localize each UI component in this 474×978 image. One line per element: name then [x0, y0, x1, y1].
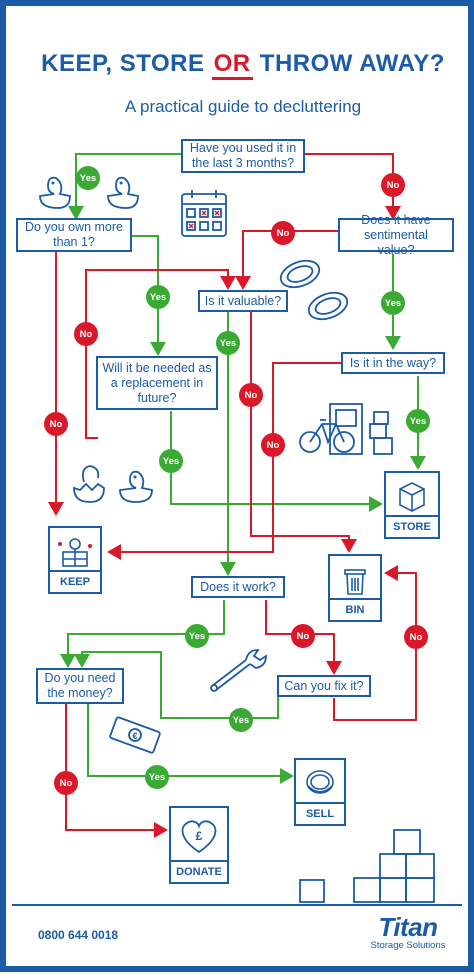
badge-q4-no: No — [239, 383, 263, 407]
banknote-icon: € — [109, 716, 161, 754]
duck-egg-icon — [73, 465, 153, 503]
question-does-it-work: Does it work? — [191, 576, 285, 598]
coins-icon — [279, 259, 349, 321]
connector-q1-no — [305, 153, 401, 220]
title-part-1: KEEP, STORE — [41, 50, 212, 77]
badge-q8-no: No — [54, 771, 78, 795]
heart-icon: £ — [181, 820, 217, 854]
outcome-store: STORE — [384, 471, 440, 539]
page-subtitle: A practical guide to decluttering — [124, 97, 362, 116]
calendar-icon — [181, 190, 227, 237]
question-replacement: Will it be needed as a replacement in fu… — [96, 356, 218, 410]
bin-icon — [344, 569, 366, 595]
svg-text:£: £ — [196, 829, 203, 843]
svg-text:€: € — [132, 731, 137, 741]
question-need-money: Do you need the money? — [36, 668, 124, 704]
badge-q1-no: No — [381, 173, 405, 197]
page-title: KEEP, STORE OR THROW AWAY? — [6, 50, 474, 80]
badge-q4-yes: Yes — [216, 331, 240, 355]
outcome-donate-label: DONATE — [171, 860, 227, 882]
connector-q7-yes — [60, 600, 225, 668]
box-icon — [399, 482, 425, 512]
question-valuable: Is it valuable? — [198, 290, 288, 312]
outcome-bin-label: BIN — [330, 598, 380, 620]
outcome-bin: BIN — [328, 554, 382, 622]
wrench-icon — [210, 649, 267, 692]
badge-q9-yes: Yes — [229, 708, 253, 732]
title-part-2: THROW AWAY? — [252, 50, 445, 77]
connector-q9-yes — [74, 651, 279, 719]
question-can-you-fix: Can you fix it? — [277, 675, 371, 697]
logo-subtitle: Storage Solutions — [370, 940, 446, 951]
badge-q3-no: No — [271, 221, 295, 245]
badge-q5-no: No — [74, 322, 98, 346]
connector-q6-no — [107, 362, 341, 560]
connector-q2-yes — [131, 235, 166, 356]
connector-q5-no — [85, 269, 236, 439]
titan-logo: Titan Storage Solutions — [358, 914, 458, 952]
question-in-the-way: Is it in the way? — [341, 352, 445, 374]
badge-q3-yes: Yes — [381, 291, 405, 315]
question-own-more-than-one: Do you own more than 1? — [16, 218, 132, 252]
badge-q7-no: No — [291, 624, 315, 648]
connector-q5-yes — [170, 411, 383, 512]
badge-q6-yes: Yes — [406, 409, 430, 433]
connector-q1-yes — [68, 153, 181, 220]
badge-q2-yes: Yes — [146, 285, 170, 309]
badge-q6-no: No — [261, 433, 285, 457]
question-used-recently: Have you used it in the last 3 months? — [181, 139, 305, 173]
badge-q5-yes: Yes — [159, 449, 183, 473]
badge-q2-no: No — [44, 412, 68, 436]
dresser-icon — [58, 538, 92, 567]
connector-q8-no — [65, 704, 168, 838]
footer-phone: 0800 644 0018 — [38, 928, 119, 942]
connector-q8-yes — [87, 704, 294, 784]
footer-divider — [12, 904, 462, 906]
outcome-keep: KEEP — [48, 526, 102, 594]
coin-icon — [306, 770, 334, 794]
badge-q8-yes: Yes — [145, 765, 169, 789]
question-sentimental-value: Does it have sentimental value? — [338, 213, 454, 257]
badge-q1-yes: Yes — [76, 166, 100, 190]
duck-icon — [39, 176, 139, 209]
connector-q4-no — [250, 312, 357, 553]
badge-q7-yes: Yes — [185, 624, 209, 648]
stacked-boxes-icon — [299, 829, 435, 903]
connector-q9-no — [333, 565, 417, 721]
logo-brand: Titan — [378, 912, 438, 942]
badge-q9-no: No — [404, 625, 428, 649]
outcome-sell: SELL — [294, 758, 346, 826]
outcome-store-label: STORE — [386, 515, 438, 537]
title-or: OR — [211, 50, 253, 80]
outcome-donate: £ DONATE — [169, 806, 229, 884]
outcome-keep-label: KEEP — [50, 570, 100, 592]
bicycle-door-icon — [299, 403, 393, 455]
connector-q3-no — [235, 230, 338, 290]
outcome-sell-label: SELL — [296, 802, 344, 824]
